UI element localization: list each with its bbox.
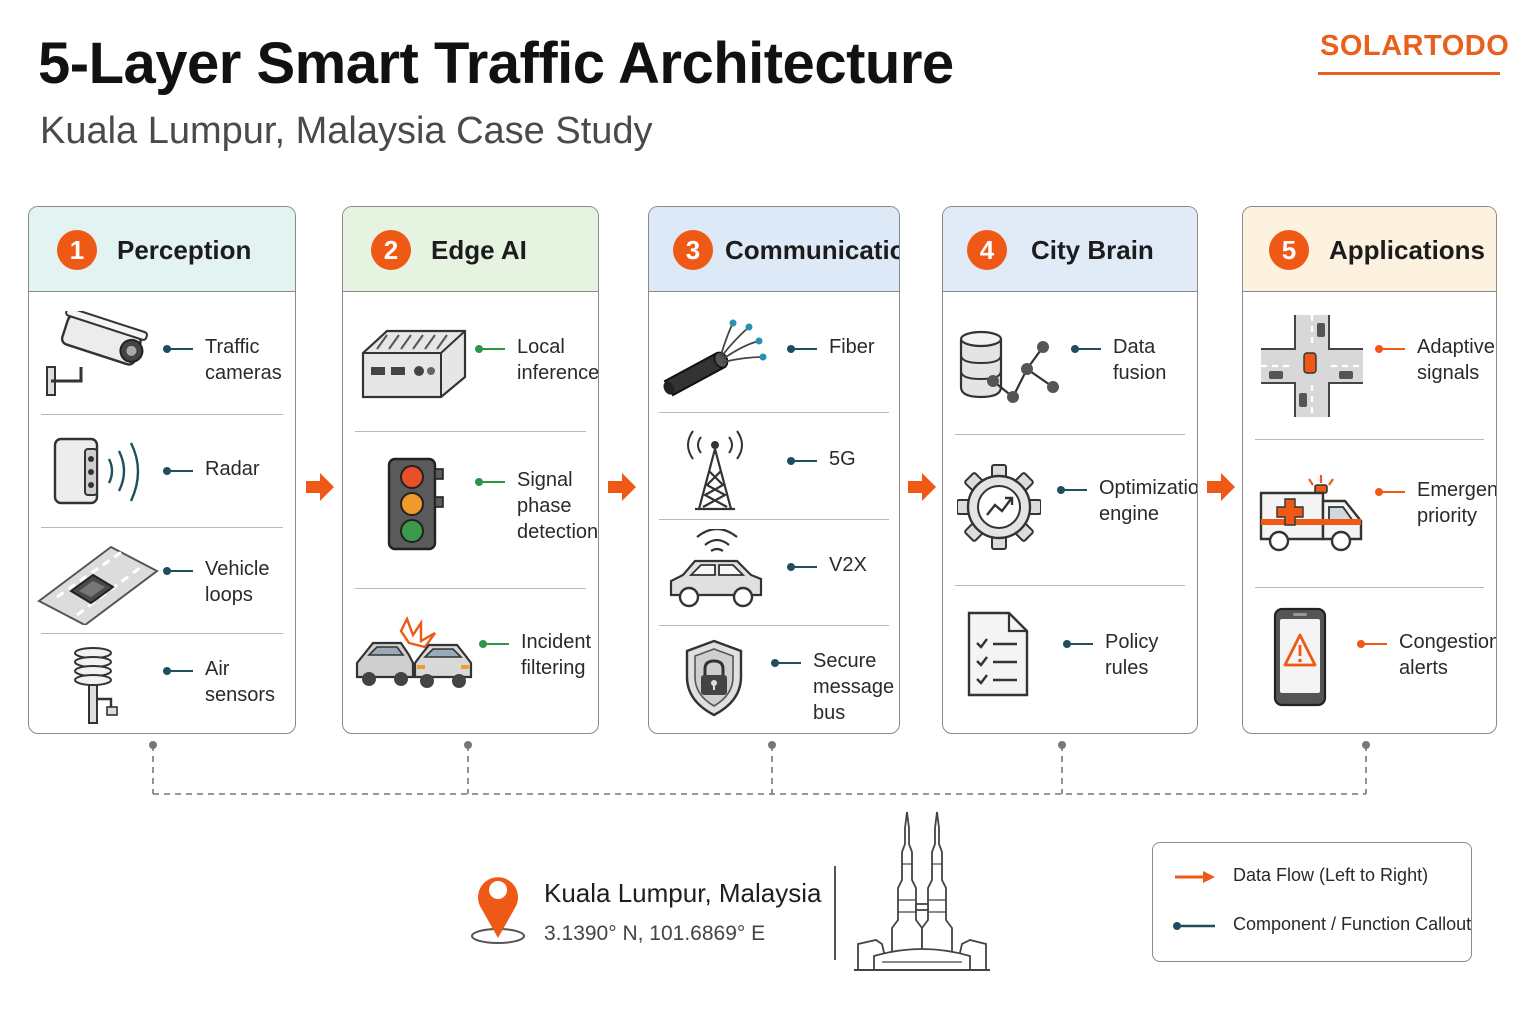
layer-title: Communication	[725, 235, 899, 265]
callout-label: Emergency priority	[1417, 479, 1496, 527]
location-name: Kuala Lumpur, Malaysia	[544, 878, 822, 908]
item-divider	[1255, 439, 1484, 441]
callout-label: Local inference	[517, 336, 599, 384]
callout-label: Radar	[205, 458, 260, 480]
fiber-cable-icon	[663, 319, 767, 397]
edge-device-icon	[361, 329, 467, 399]
item-divider	[41, 527, 283, 529]
item-divider	[355, 431, 586, 433]
location-divider	[834, 866, 836, 960]
layer-communication: 3 Communication Fiber 5G	[648, 206, 900, 734]
layer-number-badge: 3	[673, 230, 713, 270]
checklist-document-icon	[967, 611, 1029, 697]
layer-number-badge: 2	[371, 230, 411, 270]
petronas-towers-icon	[854, 811, 990, 971]
callout-label: Fiber	[829, 336, 875, 358]
item-divider	[955, 585, 1185, 587]
ambulance-icon	[1259, 475, 1363, 552]
callout-label: Adaptive signals	[1417, 336, 1495, 384]
connected-car-icon	[669, 529, 763, 608]
layer-header: 2 Edge AI	[343, 207, 598, 292]
layer-header: 5 Applications	[1243, 207, 1496, 292]
traffic-light-icon	[387, 457, 444, 551]
layer-number-badge: 5	[1269, 230, 1309, 270]
item-divider	[355, 588, 586, 590]
item-divider	[955, 434, 1185, 436]
layer-edge-ai: 2 Edge AI Local inference Signal phase d…	[342, 206, 599, 734]
callout-label: V2X	[829, 554, 867, 576]
callout-line-icon	[1173, 922, 1215, 930]
orange-arrow-icon	[1175, 871, 1215, 883]
layer-header: 4 City Brain	[943, 207, 1197, 292]
layer-title: City Brain	[1031, 235, 1154, 265]
layer-city-brain: 4 City Brain Data fusion	[942, 206, 1198, 734]
page-title: 5-Layer Smart Traffic Architecture	[38, 31, 954, 96]
item-divider	[1255, 587, 1484, 589]
callout-label: Secure message bus	[813, 650, 895, 724]
shield-lock-icon	[685, 639, 743, 717]
flow-arrow-icon	[306, 473, 334, 501]
intersection-icon	[1261, 315, 1363, 417]
layer-title: Applications	[1329, 235, 1486, 265]
item-divider	[41, 633, 283, 635]
layer-number-badge: 4	[967, 230, 1007, 270]
layer-header: 3 Communication	[649, 207, 899, 292]
callout-label: 5G	[829, 448, 856, 470]
flow-arrow-icon	[908, 473, 936, 501]
item-divider	[659, 519, 889, 521]
page-subtitle: Kuala Lumpur, Malaysia Case Study	[40, 110, 653, 152]
flow-arrow-icon	[608, 473, 636, 501]
radar-icon	[53, 437, 140, 505]
air-sensor-icon	[74, 647, 118, 724]
layer-title: Perception	[117, 235, 252, 265]
callout-label: Incident filtering	[521, 631, 592, 679]
layer-number-badge: 1	[57, 230, 97, 270]
flow-arrow-icon	[1207, 473, 1235, 501]
brand-underline	[1318, 72, 1500, 75]
legend-label: Component / Function Callout	[1233, 914, 1472, 934]
item-divider	[41, 414, 283, 416]
cell-tower-icon	[687, 430, 743, 511]
brand-logo: SOLARTODO	[1320, 30, 1510, 62]
item-divider	[659, 625, 889, 627]
gear-chart-icon	[957, 464, 1041, 550]
database-network-icon	[959, 330, 1059, 403]
legend: Data Flow (Left to Right) Component / Fu…	[1152, 842, 1472, 962]
vehicle-loop-icon	[37, 545, 159, 625]
layer-perception: 1 Perception Traffic cameras Radar	[28, 206, 296, 734]
callout-label: Vehicle loops	[205, 558, 270, 606]
layer-applications: 5 Applications Adaptive signals	[1242, 206, 1497, 734]
layer-header: 1 Perception	[29, 207, 295, 292]
callout-label: Policy rules	[1105, 631, 1159, 679]
phone-alert-icon	[1273, 607, 1327, 707]
callout-label: Signal phase detection	[517, 469, 599, 543]
callout-label: Optimization engine	[1099, 477, 1198, 525]
legend-label: Data Flow (Left to Right)	[1233, 865, 1429, 885]
callout-label: Air sensors	[205, 658, 276, 706]
location-pin-icon	[471, 877, 525, 944]
item-divider	[659, 412, 889, 414]
car-crash-icon	[355, 616, 473, 688]
layer-title: Edge AI	[431, 235, 527, 265]
callout-label: Traffic cameras	[205, 336, 282, 384]
security-camera-icon	[46, 311, 148, 396]
callout-label: Data fusion	[1113, 336, 1167, 384]
callout-label: Congestion alerts	[1399, 631, 1497, 679]
location-coordinates: 3.1390° N, 101.6869° E	[544, 922, 766, 945]
